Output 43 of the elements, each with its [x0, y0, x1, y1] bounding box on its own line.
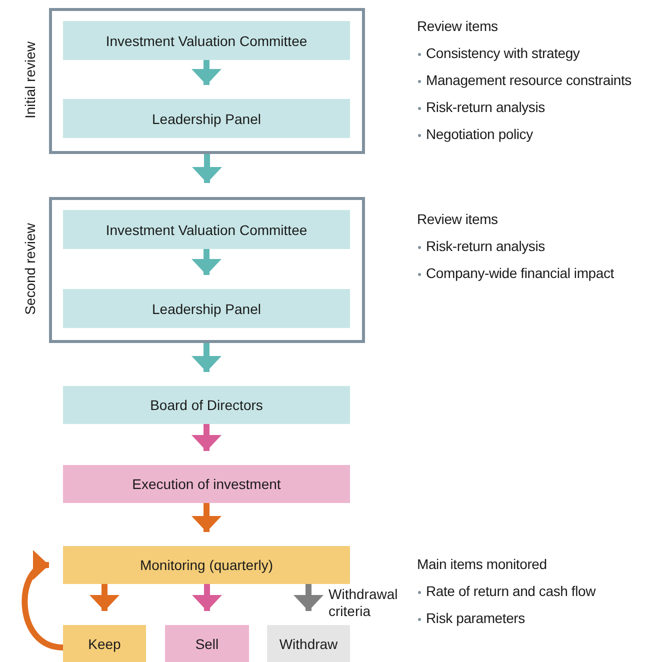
process-box	[267, 625, 350, 662]
arrow	[22, 550, 64, 650]
bullet-item: Rate of return and cash flow	[417, 583, 596, 599]
box-text: Board of Directors	[150, 397, 263, 413]
arrow	[90, 584, 120, 611]
process-box	[63, 289, 350, 328]
list-heading: Review items	[417, 18, 498, 34]
list-heading: Main items monitored	[417, 556, 547, 572]
process-box	[63, 99, 350, 138]
process-box	[165, 625, 249, 662]
bullet-item: Consistency with strategy	[417, 45, 580, 61]
arrow	[192, 503, 222, 532]
bullet-item: Risk-return analysis	[417, 99, 545, 115]
box-text: Keep	[88, 636, 121, 652]
process-box	[63, 625, 146, 662]
arrow	[294, 584, 324, 611]
box-text: Leadership Panel	[152, 110, 261, 126]
bullet-item: Risk parameters	[417, 610, 525, 626]
bullet-item: Management resource constraints	[417, 72, 632, 88]
arrow	[192, 343, 222, 372]
box-text: Execution of investment	[132, 476, 281, 492]
bullet-item: Company-wide financial impact	[417, 265, 614, 281]
bullet-item: Negotiation policy	[417, 126, 533, 142]
arrow	[192, 424, 222, 451]
group-label: Second review	[22, 222, 38, 317]
box-text: Investment Valuation Committee	[106, 222, 308, 238]
process-box	[63, 465, 350, 503]
arrow	[192, 60, 222, 85]
process-box	[63, 546, 350, 584]
box-text: Withdraw	[279, 636, 338, 652]
process-box	[63, 210, 350, 249]
group-label: Initial review	[22, 40, 38, 121]
list-heading: Review items	[417, 211, 498, 227]
process-box	[63, 21, 350, 60]
arrow	[192, 154, 222, 183]
process-box	[63, 386, 350, 424]
arrow	[192, 249, 222, 275]
box-text: Investment Valuation Committee	[106, 32, 308, 48]
box-text: Leadership Panel	[152, 300, 261, 316]
bullet-item: Risk-return analysis	[417, 238, 545, 254]
arrow	[192, 584, 222, 611]
box-text: Monitoring (quarterly)	[140, 557, 274, 573]
box-text: Sell	[195, 636, 219, 652]
